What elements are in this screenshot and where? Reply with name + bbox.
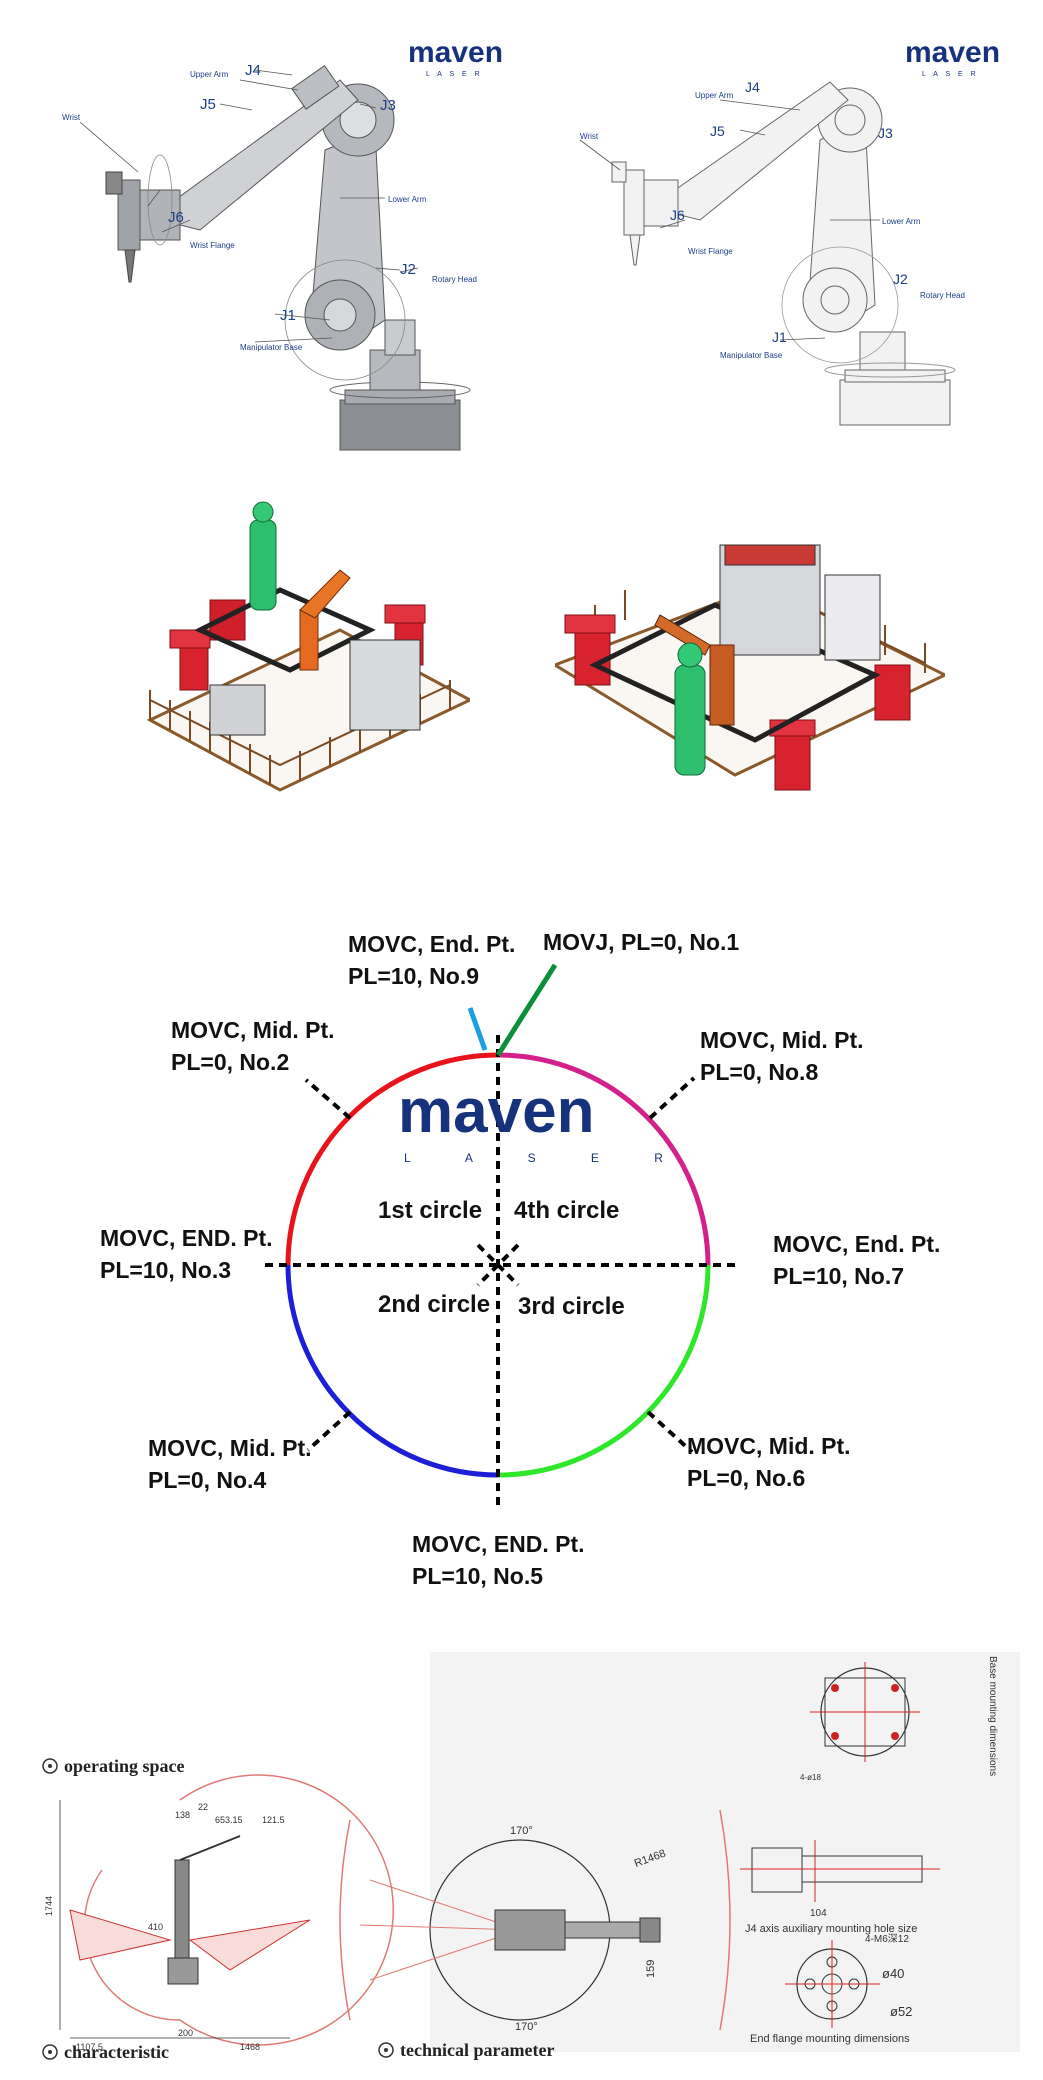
characteristic-title: characteristic xyxy=(64,2042,169,2062)
label-j2: J2 xyxy=(400,261,416,278)
label-manipulator-base: Manipulator Base xyxy=(720,351,783,360)
quadrant-label-1st: 1st circle xyxy=(378,1197,482,1224)
j4-holes-label: J4 axis auxiliary mounting hole size xyxy=(745,1923,917,1935)
label-wrist-flange: Wrist Flange xyxy=(190,241,235,250)
maven-logo: maven L A S E R xyxy=(398,1077,689,1165)
point-7-line1: MOVC, End. Pt. xyxy=(773,1231,940,1257)
label-j1: J1 xyxy=(280,307,296,324)
point-7-line2: PL=10, No.7 xyxy=(773,1263,904,1289)
label-rotary-head: Rotary Head xyxy=(920,291,965,300)
maven-logo: maven L A S E R xyxy=(408,36,503,78)
end-flange-label: End flange mounting dimensions xyxy=(750,2033,910,2045)
end-flange-drawing: 4-M6深12 ø40 ø52 End flange mounting dime… xyxy=(750,1933,912,2045)
label-upper-arm: Upper Arm xyxy=(190,70,229,79)
point-8-line2: PL=0, No.8 xyxy=(700,1059,818,1085)
logo-word: maven xyxy=(905,36,1000,69)
label-j4: J4 xyxy=(245,62,261,79)
dim-159: 159 xyxy=(645,1960,657,1978)
point-4-line1: MOVC, Mid. Pt. xyxy=(148,1435,312,1461)
dim-1107: 1107.5 xyxy=(76,2042,103,2052)
label-wrist: Wrist xyxy=(62,113,81,122)
operating-space-drawing: 1744 138 22 653.15 121.5 410 1107.5 200 … xyxy=(44,1774,395,2052)
workcell-illustration-right xyxy=(555,525,945,810)
dim-22: 22 xyxy=(198,1802,208,1812)
base-mounting-drawing: 4-ø18 Base mounting dimensions xyxy=(800,1656,998,1782)
dim-653: 653.15 xyxy=(215,1815,243,1825)
robot-drawing-shaded: maven L A S E R xyxy=(40,20,510,460)
operating-space-title: operating space xyxy=(64,1756,185,1776)
label-j6: J6 xyxy=(168,209,184,226)
dim-m6: 4-M6深12 xyxy=(865,1933,909,1945)
dim-1744: 1744 xyxy=(44,1896,54,1916)
dim-d52: ø52 xyxy=(890,2004,912,2019)
point-2-line1: MOVC, Mid. Pt. xyxy=(171,1017,335,1043)
label-manipulator-base: Manipulator Base xyxy=(240,343,303,352)
label-wrist-flange: Wrist Flange xyxy=(688,247,733,256)
point-6-line2: PL=0, No.6 xyxy=(687,1465,805,1491)
point-9-line2: PL=10, No.9 xyxy=(348,963,479,989)
label-rotary-head: Rotary Head xyxy=(432,275,477,284)
logo-sub: L A S E R xyxy=(426,71,483,78)
circle-trajectory-diagram: maven L A S E R 1st circle 4th circle 2n… xyxy=(60,900,960,1600)
dim-410: 410 xyxy=(148,1922,163,1932)
point-1-line1: MOVJ, PL=0, No.1 xyxy=(543,929,739,955)
dim-4-holes: 4-ø18 xyxy=(800,1773,821,1782)
dim-121: 121.5 xyxy=(262,1815,285,1825)
dim-170-bottom: 170° xyxy=(515,2021,538,2033)
label-j3: J3 xyxy=(380,97,396,114)
label-lower-arm: Lower Arm xyxy=(882,217,921,226)
logo-word: maven xyxy=(398,1077,594,1146)
robot-drawing-line: maven L A S E R Upper xyxy=(560,20,1030,460)
label-j1: J1 xyxy=(772,329,787,345)
point-5-line1: MOVC, END. Pt. xyxy=(412,1531,585,1557)
label-j5: J5 xyxy=(710,123,725,139)
dim-104: 104 xyxy=(810,1908,827,1919)
approach-line-movj xyxy=(495,963,558,1057)
spec-section: operating space characteristic technical… xyxy=(40,1640,1020,2070)
quadrant-label-4th: 4th circle xyxy=(514,1197,619,1224)
point-6-line1: MOVC, Mid. Pt. xyxy=(687,1433,851,1459)
label-upper-arm: Upper Arm xyxy=(695,91,734,100)
characteristic-header: characteristic xyxy=(42,2042,169,2062)
end-line-no9 xyxy=(467,1007,488,1051)
label-j5: J5 xyxy=(200,96,216,113)
point-3-line2: PL=10, No.3 xyxy=(100,1257,231,1283)
arc-third-circle xyxy=(497,1264,711,1478)
workcell-illustration-left xyxy=(140,500,470,800)
quadrant-label-3rd: 3rd circle xyxy=(518,1293,625,1320)
label-j4: J4 xyxy=(745,79,760,95)
operating-space-header: operating space xyxy=(42,1756,185,1776)
base-mounting-label: Base mounting dimensions xyxy=(987,1656,998,1776)
point-3-line1: MOVC, END. Pt. xyxy=(100,1225,273,1251)
label-j6: J6 xyxy=(670,207,685,223)
logo-sub: L A S E R xyxy=(404,1151,689,1165)
dim-1468: 1468 xyxy=(240,2042,260,2052)
logo-sub: L A S E R xyxy=(922,71,979,78)
point-5-line2: PL=10, No.5 xyxy=(412,1563,543,1589)
technical-parameter-title: technical parameter xyxy=(400,2040,554,2060)
label-j3: J3 xyxy=(878,125,893,141)
dim-d40: ø40 xyxy=(882,1966,904,1981)
quadrant-label-2nd: 2nd circle xyxy=(378,1291,490,1318)
logo-word: maven xyxy=(408,36,503,69)
maven-logo: maven L A S E R xyxy=(905,36,1000,78)
dim-138: 138 xyxy=(175,1810,190,1820)
arc-fourth-circle xyxy=(497,1052,711,1266)
label-j2: J2 xyxy=(893,271,908,287)
point-8-line1: MOVC, Mid. Pt. xyxy=(700,1027,864,1053)
label-wrist: Wrist xyxy=(580,132,599,141)
technical-parameter-header: technical parameter xyxy=(378,2040,554,2060)
label-lower-arm: Lower Arm xyxy=(388,195,427,204)
dim-170-top: 170° xyxy=(510,1825,533,1837)
point-2-line2: PL=0, No.2 xyxy=(171,1049,289,1075)
dim-200: 200 xyxy=(178,2028,193,2038)
top-view-drawing: 170° 170° R1468 159 xyxy=(339,1809,731,2033)
j4-holes-drawing: 104 J4 axis auxiliary mounting hole size xyxy=(740,1840,940,1935)
point-4-line2: PL=0, No.4 xyxy=(148,1467,266,1493)
point-9-line1: MOVC, End. Pt. xyxy=(348,931,515,957)
